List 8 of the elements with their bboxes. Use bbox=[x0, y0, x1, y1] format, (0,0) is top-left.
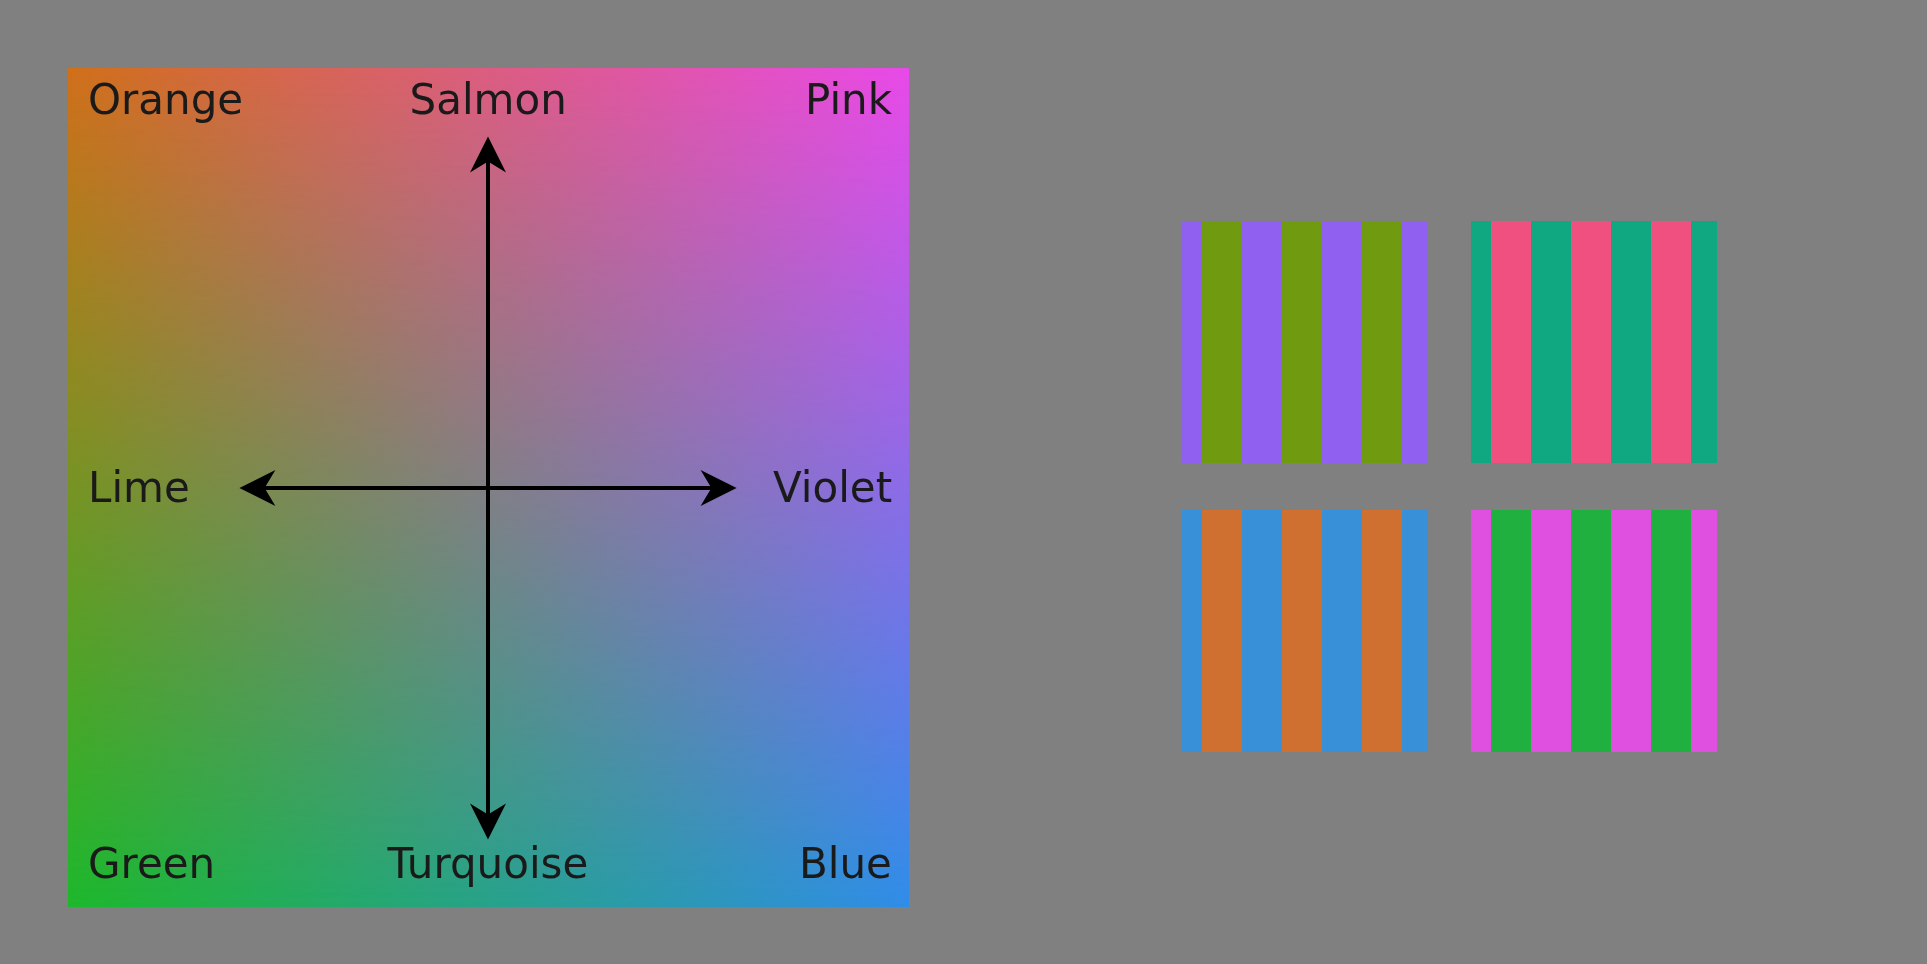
color-label: Orange bbox=[88, 79, 244, 121]
color-label: Lime bbox=[88, 467, 190, 509]
color-label: Salmon bbox=[409, 79, 567, 121]
color-label: Green bbox=[88, 843, 216, 885]
color-label: Blue bbox=[799, 843, 892, 885]
color-label: Violet bbox=[773, 467, 893, 509]
color-label: Pink bbox=[805, 79, 892, 121]
color-label: Turquoise bbox=[387, 843, 589, 885]
